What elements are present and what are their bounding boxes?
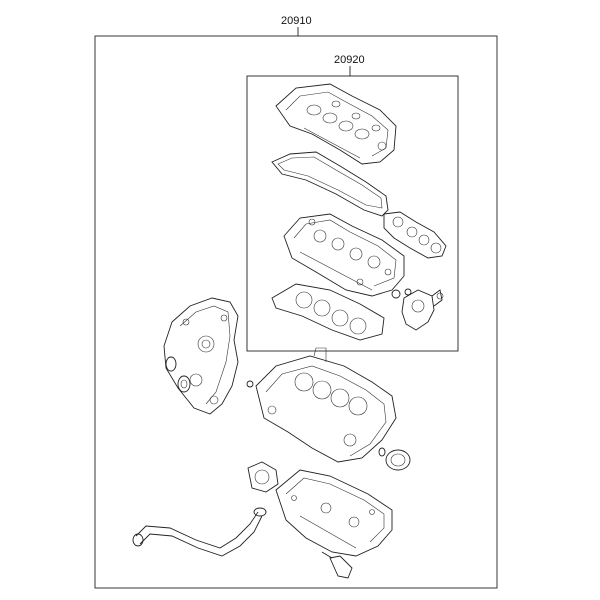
outer-kit-callout: 20910 bbox=[281, 15, 312, 27]
head-cover-gasket bbox=[271, 151, 389, 217]
water-inlet-pipe bbox=[132, 507, 267, 557]
crankshaft-front-oil-seal bbox=[177, 375, 191, 393]
thermostat-housing bbox=[401, 289, 444, 331]
oil-pan bbox=[275, 469, 393, 557]
o-ring-1 bbox=[391, 289, 401, 299]
inner-kit-callout: 20920 bbox=[334, 54, 365, 66]
cylinder-head bbox=[283, 213, 405, 297]
front-seal-upper bbox=[165, 356, 177, 372]
cylinder-block bbox=[255, 347, 397, 463]
timing-chain-cover bbox=[163, 297, 239, 415]
rear-crankshaft-oil-seal bbox=[385, 449, 411, 471]
inner-kit-frame bbox=[246, 75, 459, 352]
cylinder-head-cover bbox=[275, 83, 397, 165]
exhaust-manifold-gasket bbox=[383, 211, 447, 259]
cylinder-head-gasket bbox=[271, 283, 385, 341]
seal-retainer-ring bbox=[378, 447, 386, 457]
o-ring-2 bbox=[404, 288, 412, 296]
oil-filter-gasket bbox=[247, 461, 279, 493]
oil-strainer bbox=[321, 551, 353, 579]
block-dowel bbox=[246, 380, 254, 388]
outer-kit-frame bbox=[94, 35, 498, 589]
